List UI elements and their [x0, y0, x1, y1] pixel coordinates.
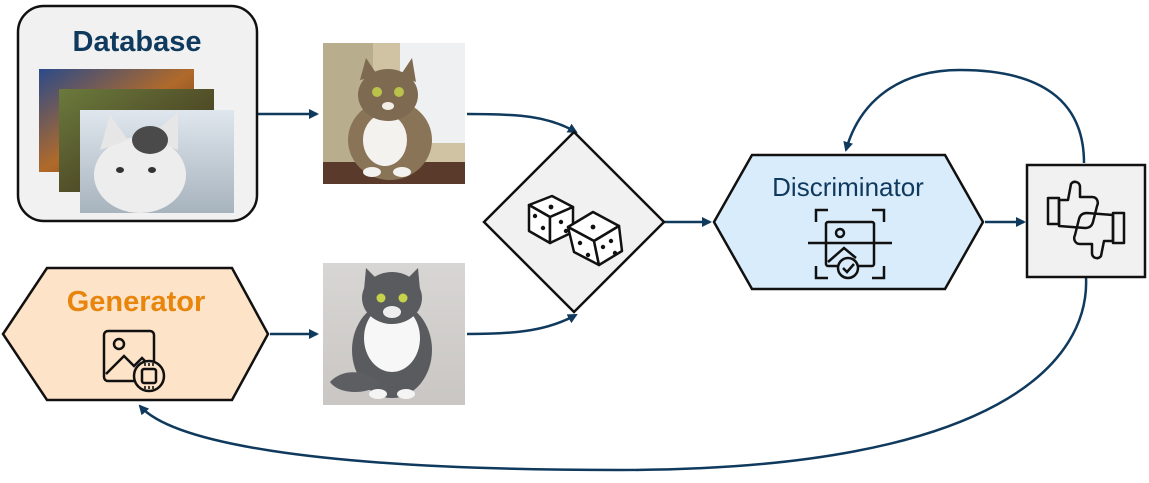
- image-verify-icon: [808, 208, 892, 280]
- edge-feedback-to-discriminator: [843, 68, 1086, 164]
- edge-feedback-to-generator: [138, 276, 1088, 472]
- generator-node: Generator: [1, 266, 270, 402]
- generator-label: Generator: [67, 286, 206, 318]
- fake-sample-image: [323, 263, 465, 405]
- random-selector-node: [482, 130, 666, 314]
- image-generation-icon: [102, 329, 166, 393]
- edge-fake-to-dice: [466, 313, 578, 336]
- edge-real-to-dice: [466, 112, 578, 134]
- thumbs-up-down-icon: [1046, 180, 1126, 260]
- database-node: Database: [16, 4, 259, 223]
- discriminator-node: Discriminator: [712, 153, 985, 291]
- database-image-stack: [39, 69, 234, 213]
- edges: [138, 68, 1088, 472]
- real-sample-image: [323, 43, 465, 184]
- discriminator-label: Discriminator: [772, 172, 924, 202]
- dice-icon: [527, 194, 624, 267]
- feedback-node: [1025, 163, 1147, 279]
- database-label: Database: [73, 26, 202, 58]
